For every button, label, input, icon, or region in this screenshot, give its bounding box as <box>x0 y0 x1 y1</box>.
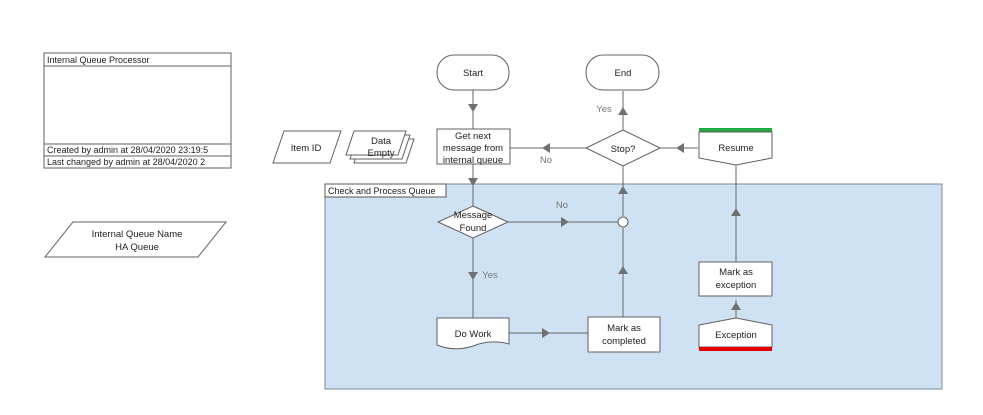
resume-label: Resume <box>718 143 753 154</box>
get-next-message-node[interactable]: Get next message from internal queue <box>436 128 511 166</box>
edge-label-yes-stop: Yes <box>596 104 612 115</box>
data-empty-collection[interactable]: Data Empty <box>345 130 415 164</box>
info-box[interactable]: Internal Queue Processor Created by admi… <box>43 52 232 169</box>
process-block-title-box <box>324 183 447 198</box>
info-box-created: Created by admin at 28/04/2020 23:19:5 <box>47 145 208 155</box>
message-found-decision-node[interactable]: Message Found <box>436 205 510 239</box>
mark-completed-node[interactable]: Mark as completed <box>587 316 661 353</box>
mark-exception-line1: Mark as <box>719 267 753 278</box>
edge-label-yes-found: Yes <box>482 270 498 281</box>
data-empty-line1: Data <box>371 136 392 147</box>
junction-point <box>617 216 629 228</box>
end-node[interactable]: End <box>585 54 660 91</box>
exception-bar <box>699 347 772 351</box>
edge-label-no-found: No <box>556 200 568 211</box>
end-label: End <box>615 68 632 79</box>
connectors <box>468 90 741 338</box>
process-block-title: Check and Process Queue <box>328 186 436 196</box>
queue-name-value: HA Queue <box>115 242 159 253</box>
start-node[interactable]: Start <box>436 54 510 91</box>
item-id-data[interactable]: Item ID <box>272 130 342 164</box>
start-label: Start <box>463 68 483 79</box>
data-empty-line2: Empty <box>368 148 395 159</box>
queue-name-label: Internal Queue Name <box>92 229 183 240</box>
mark-completed-line2: completed <box>602 336 646 347</box>
exception-label: Exception <box>715 330 757 341</box>
get-next-line3: internal queue <box>443 155 503 166</box>
stop-decision-node[interactable]: Stop? <box>584 129 662 167</box>
resume-bar <box>699 128 772 132</box>
edge-label-no-stop: No <box>540 155 552 166</box>
do-work-node[interactable]: Do Work <box>436 317 510 350</box>
mark-exception-node[interactable]: Mark as exception <box>698 261 773 297</box>
process-block[interactable] <box>324 183 943 390</box>
message-found-line1: Message <box>454 210 493 221</box>
get-next-line2: message from <box>443 143 503 154</box>
queue-name-parameter[interactable]: Internal Queue Name HA Queue <box>43 221 228 258</box>
stop-label: Stop? <box>611 144 636 155</box>
message-found-line2: Found <box>460 223 487 234</box>
mark-completed-line1: Mark as <box>607 323 641 334</box>
info-box-title: Internal Queue Processor <box>47 55 150 65</box>
do-work-label: Do Work <box>455 329 492 340</box>
get-next-line1: Get next <box>455 131 491 142</box>
info-box-changed: Last changed by admin at 28/04/2020 2 <box>47 157 205 167</box>
exception-node[interactable]: Exception <box>698 317 773 351</box>
resume-node[interactable]: Resume <box>698 128 773 166</box>
mark-exception-line2: exception <box>716 280 757 291</box>
item-id-label: Item ID <box>291 143 322 154</box>
